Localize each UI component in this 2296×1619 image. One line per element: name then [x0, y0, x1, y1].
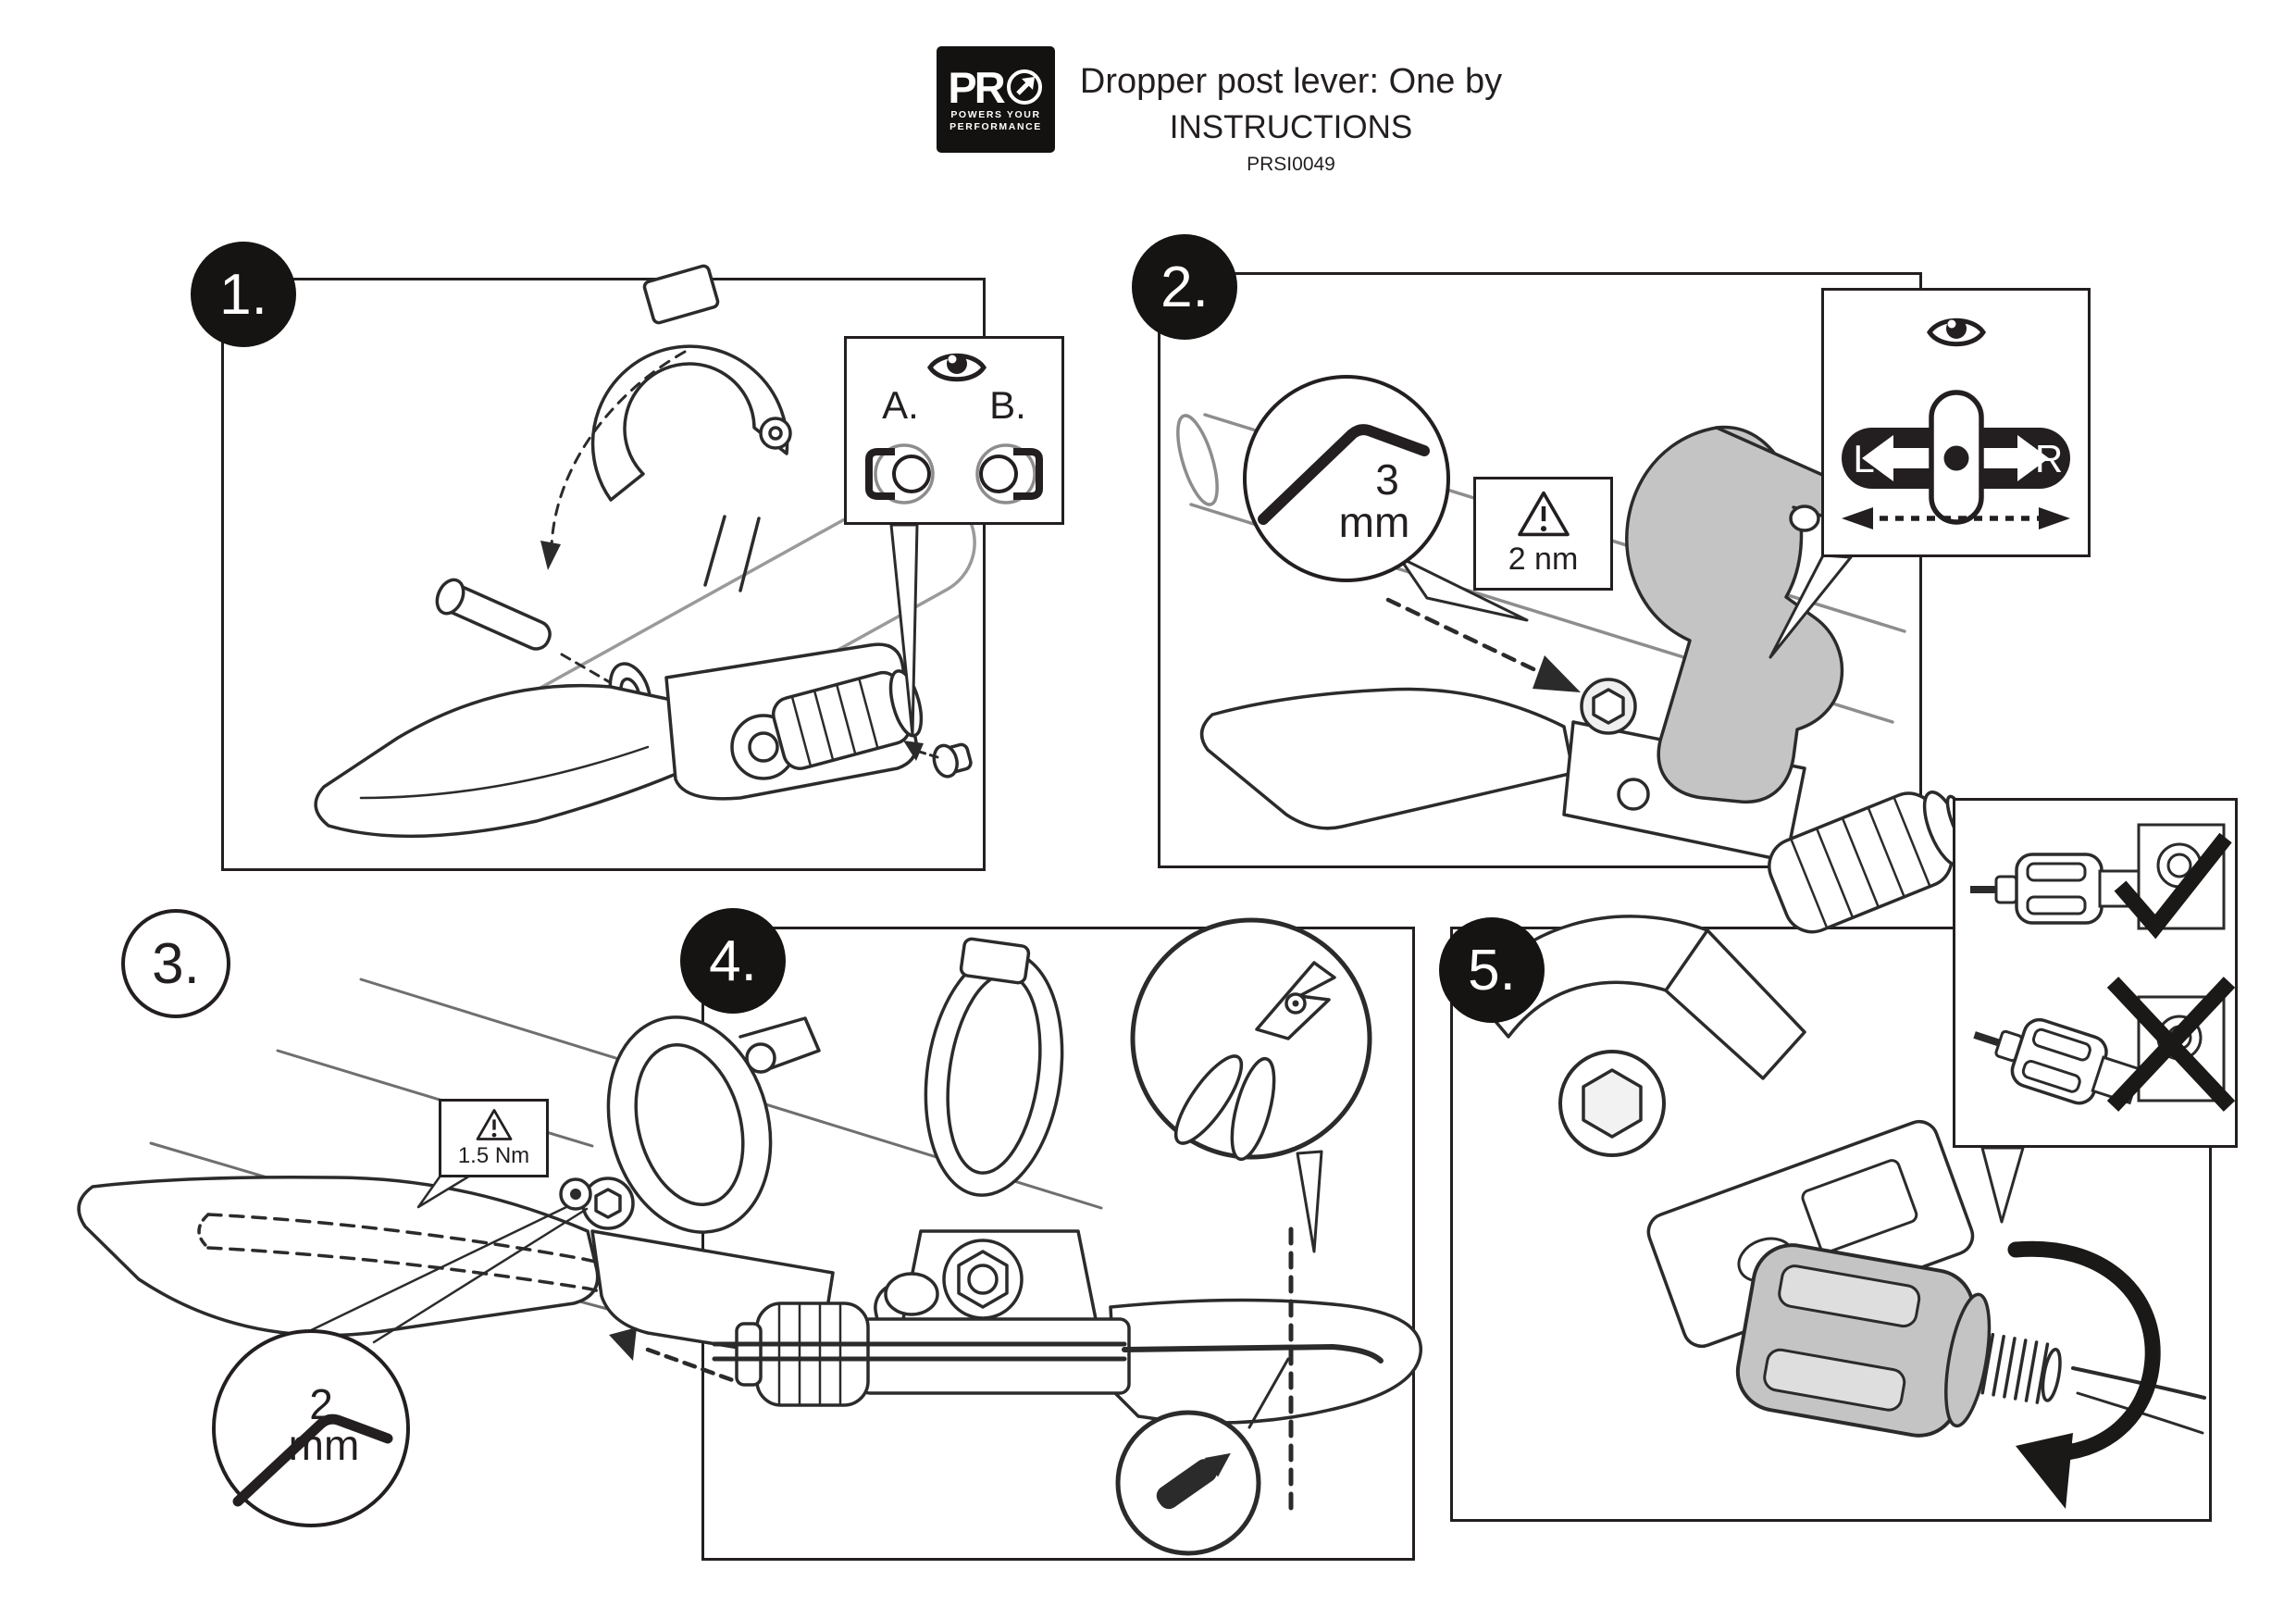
warning-triangle-icon	[476, 1108, 512, 1140]
eye-icon	[927, 353, 987, 382]
check-icon	[2114, 832, 2232, 940]
pro-logo: PR POWERS YOUR PERFORMANCE	[937, 46, 1055, 153]
torque-value: 2 nm	[1508, 542, 1579, 577]
pro-arrow-o-icon	[1006, 69, 1042, 106]
step2-torque-box: 2 nm	[1473, 477, 1613, 591]
torque-value: 1.5 Nm	[457, 1142, 530, 1168]
step4-badge: 4.	[680, 908, 786, 1014]
step1-badge: 1.	[191, 242, 296, 347]
logo-tagline-2: PERFORMANCE	[949, 121, 1042, 132]
step2-hex-key-inset: 3 mm	[1243, 375, 1450, 582]
step3-torque-box: 1.5 Nm	[439, 1099, 549, 1177]
step5-correct-incorrect-inset	[1953, 798, 2238, 1148]
hex-key-size: 3	[1375, 455, 1399, 504]
left-right-slider-icon: L R	[1842, 390, 2070, 529]
step2-badge: 2.	[1132, 234, 1237, 340]
right-label: R	[2035, 437, 2063, 480]
hex-key-icon	[232, 1414, 393, 1507]
page-title: Dropper post lever: One by	[1079, 62, 1503, 101]
step4-panel	[701, 927, 1415, 1561]
option-a-label: A.	[882, 383, 919, 427]
step3-badge: 3.	[121, 909, 230, 1018]
logo-tagline-1: POWERS YOUR	[950, 108, 1041, 120]
option-b-label: B.	[989, 383, 1026, 427]
hex-key-size: 2	[309, 1380, 333, 1428]
cross-icon	[2106, 977, 2236, 1112]
eye-icon	[1927, 318, 1986, 347]
hex-key-unit: mm	[288, 1421, 360, 1469]
hex-key-unit: mm	[1338, 498, 1410, 546]
barrel-orientation-glyphs	[865, 443, 1043, 504]
page-subtitle: INSTRUCTIONS	[1169, 108, 1413, 145]
logo-wordmark: PR	[948, 62, 1005, 112]
document-code: PRSI0049	[1247, 153, 1335, 175]
step5-badge: 5.	[1439, 917, 1545, 1023]
step3-hex-key-inset: 2 mm	[212, 1329, 410, 1527]
hex-key-icon	[1258, 424, 1430, 525]
step1-orientation-inset: A. B.	[844, 336, 1064, 525]
left-label: L	[1853, 437, 1874, 480]
warning-triangle-icon	[1517, 491, 1570, 537]
title-block: Dropper post lever: One by INSTRUCTIONS …	[1013, 62, 1569, 176]
correct-incorrect-glyphs	[1970, 823, 2236, 1112]
step2-centering-inset: L R	[1821, 288, 2091, 557]
